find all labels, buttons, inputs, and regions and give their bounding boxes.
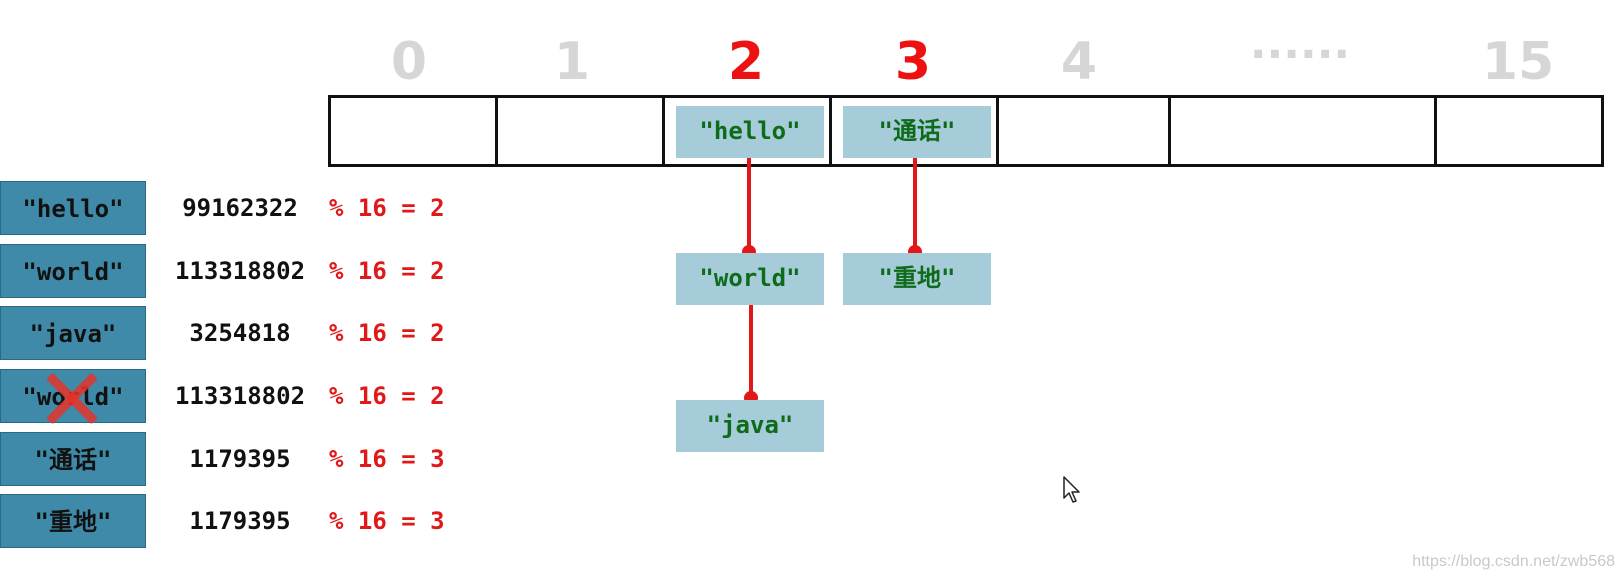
bucket-cell-1 xyxy=(495,95,665,167)
mod-hello: % 16 = 2 xyxy=(329,194,445,222)
chain-node-zhongdi: "重地" xyxy=(843,253,991,305)
bucket-index-4: 4 xyxy=(1060,32,1098,92)
bucket-index-ellipsis: ...... xyxy=(1249,18,1351,69)
hash-hello: 99162322 xyxy=(182,194,298,222)
chain-node-tonghua: "通话" xyxy=(843,106,991,158)
key-hello: "hello" xyxy=(0,181,146,235)
mod-world: % 16 = 2 xyxy=(329,257,445,285)
hash-tonghua: 1179395 xyxy=(189,445,291,473)
chain-link-3a xyxy=(913,158,917,252)
reject-x-icon xyxy=(44,370,100,426)
mod-java: % 16 = 2 xyxy=(329,319,445,347)
watermark: https://blog.csdn.net/zwb568 xyxy=(1412,553,1615,570)
chain-link-2a xyxy=(747,158,751,252)
bucket-index-15: 15 xyxy=(1481,32,1555,92)
chain-link-2b xyxy=(749,305,753,397)
bucket-cell-4 xyxy=(996,95,1171,167)
mod-tonghua: % 16 = 3 xyxy=(329,445,445,473)
bucket-cell-0 xyxy=(328,95,498,167)
mouse-cursor-icon xyxy=(1063,476,1080,503)
bucket-index-2: 2 xyxy=(727,32,765,92)
bucket-index-1: 1 xyxy=(553,32,591,92)
hash-world-duplicate: 113318802 xyxy=(174,382,306,410)
key-tonghua: "通话" xyxy=(0,432,146,486)
hash-java: 3254818 xyxy=(189,319,291,347)
mod-zhongdi: % 16 = 3 xyxy=(329,507,445,535)
chain-node-java: "java" xyxy=(676,400,824,452)
mod-world-duplicate: % 16 = 2 xyxy=(329,382,445,410)
bucket-cell-ellipsis xyxy=(1168,95,1437,167)
hash-world: 113318802 xyxy=(174,257,306,285)
chain-node-world: "world" xyxy=(676,253,824,305)
key-zhongdi: "重地" xyxy=(0,494,146,548)
bucket-cell-15 xyxy=(1434,95,1604,167)
bucket-index-3: 3 xyxy=(894,32,932,92)
hash-zhongdi: 1179395 xyxy=(189,507,291,535)
bucket-index-0: 0 xyxy=(390,32,428,92)
key-java: "java" xyxy=(0,306,146,360)
chain-node-hello: "hello" xyxy=(676,106,824,158)
key-world: "world" xyxy=(0,244,146,298)
